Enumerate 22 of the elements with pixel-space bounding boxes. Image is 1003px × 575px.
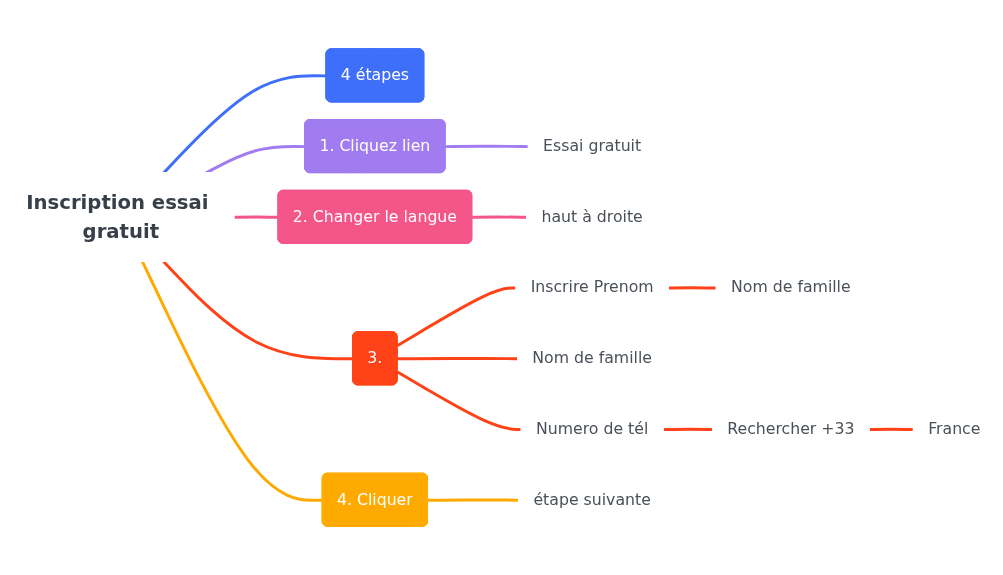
node-text: Inscription essai gratuit (26, 190, 209, 244)
connector (397, 356, 519, 361)
node-text: Inscrire Prenom (530, 277, 654, 297)
connector (162, 260, 354, 361)
connector (234, 215, 279, 219)
connector (396, 370, 522, 431)
node-text: Nom de famille (731, 277, 851, 297)
connector (445, 144, 529, 148)
node-text: France (928, 419, 981, 438)
connector (663, 427, 714, 431)
node-text: étape suivante (533, 489, 651, 509)
connector (869, 427, 914, 431)
node-text: Nom de famille (532, 348, 652, 368)
node-text: haut à droite (541, 206, 643, 226)
connector (396, 286, 517, 347)
node-text: Rechercher +33 (727, 419, 855, 438)
connector (668, 286, 717, 290)
connector (427, 498, 520, 502)
node-text: Essai gratuit (543, 136, 642, 155)
node-text: Numero de tél (535, 419, 649, 438)
connector (472, 215, 528, 219)
connector (141, 260, 323, 502)
